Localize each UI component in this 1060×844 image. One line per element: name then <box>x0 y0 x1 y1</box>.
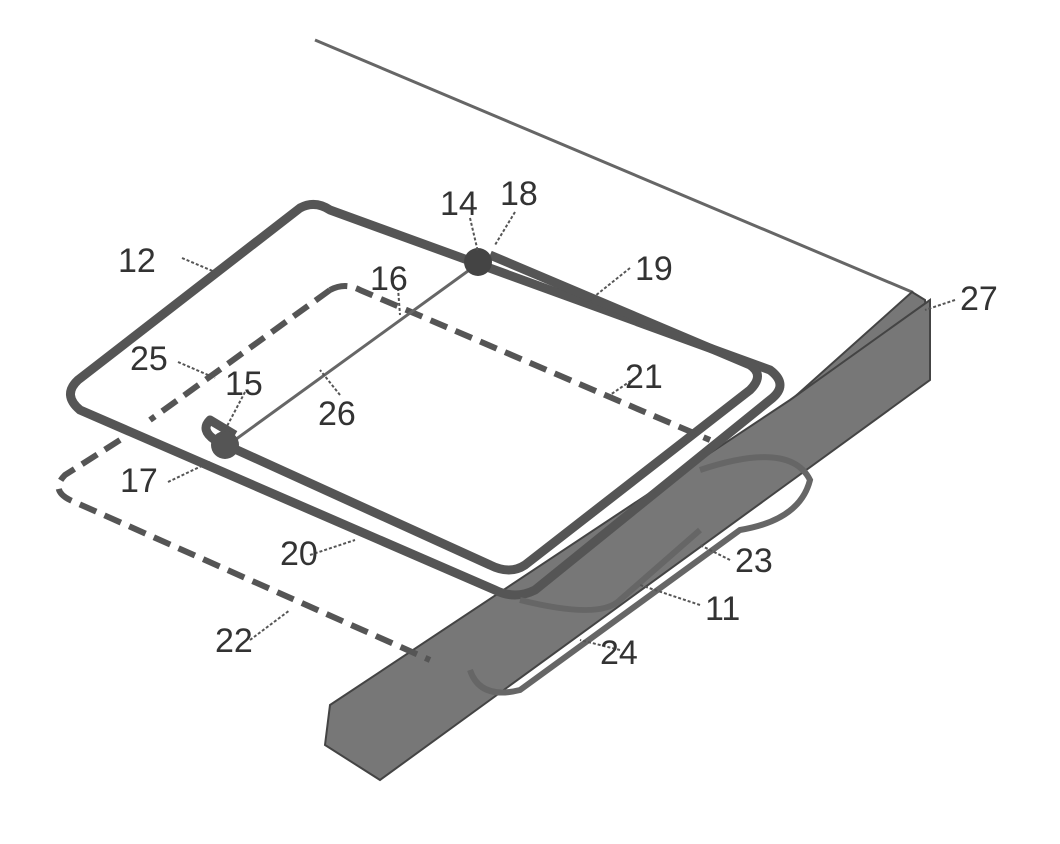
label-16: 16 <box>370 260 408 298</box>
label-22: 22 <box>215 622 253 660</box>
label-27: 27 <box>960 280 998 318</box>
knot-14 <box>464 248 492 276</box>
label-26: 26 <box>318 395 356 433</box>
label-14: 14 <box>440 185 478 223</box>
label-18: 18 <box>500 175 538 213</box>
label-21: 21 <box>625 358 663 396</box>
label-19: 19 <box>635 250 673 288</box>
center-line <box>228 255 490 445</box>
label-23: 23 <box>735 542 773 580</box>
label-17: 17 <box>120 462 158 500</box>
label-25: 25 <box>130 340 168 378</box>
label-11: 11 <box>705 590 740 628</box>
label-15: 15 <box>225 365 263 403</box>
label-12: 12 <box>118 242 156 280</box>
label-20: 20 <box>280 535 318 573</box>
knot-15 <box>211 431 239 459</box>
label-24: 24 <box>600 634 638 672</box>
